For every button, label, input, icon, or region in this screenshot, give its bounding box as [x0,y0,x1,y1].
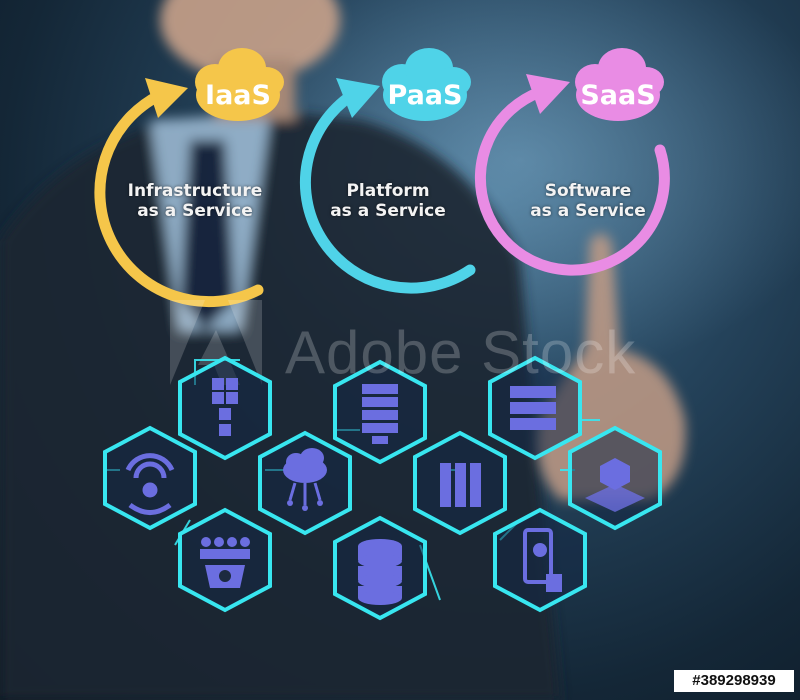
paas-description: Platform as a Service [318,181,458,221]
paas-line1: Platform [346,181,430,201]
saas-line2: as a Service [530,200,646,221]
hex-database [333,515,427,621]
hex-blocks [178,355,272,461]
server-columns-icon [440,463,481,507]
wifi-icon [125,453,175,515]
iaas-cycle-arrow [94,78,264,308]
hex-wifi [103,425,197,531]
server-rack-icon [362,384,398,444]
iaas-description: Infrastructure as a Service [120,181,270,221]
server-stack-icon [510,386,556,430]
isometric-cube-icon [585,458,645,512]
saas-cloud [575,48,664,121]
paas-abbr: PaaS [387,80,463,111]
iaas-cloud [195,48,284,121]
saas-abbr: SaaS [580,80,656,111]
stock-id-badge: #389298939 [674,670,794,692]
hex-isometric-cube [568,425,662,531]
saas-description: Software as a Service [518,181,658,221]
hex-server-columns [413,430,507,536]
hex-cloud-network [258,430,352,536]
iaas-line1: Infrastructure [127,181,263,201]
saas-cycle-arrow [474,74,670,276]
team-gear-icon [200,537,250,588]
hex-team-gear [178,507,272,613]
paas-cycle-arrow [299,78,476,294]
hex-server-stack [488,355,582,461]
saas-line1: Software [544,181,632,201]
paas-line2: as a Service [330,200,446,221]
watermark-text: Adobe Stock [285,319,637,386]
paas-cloud [382,48,471,121]
mobile-settings-icon [523,528,562,592]
cloud-network-icon [283,448,327,511]
hex-server-rack [333,359,427,465]
iaas-abbr: IaaS [205,80,271,111]
database-icon [358,539,402,605]
iaas-line2: as a Service [137,200,253,221]
hex-mobile-settings [493,507,587,613]
blocks-icon [212,378,238,436]
